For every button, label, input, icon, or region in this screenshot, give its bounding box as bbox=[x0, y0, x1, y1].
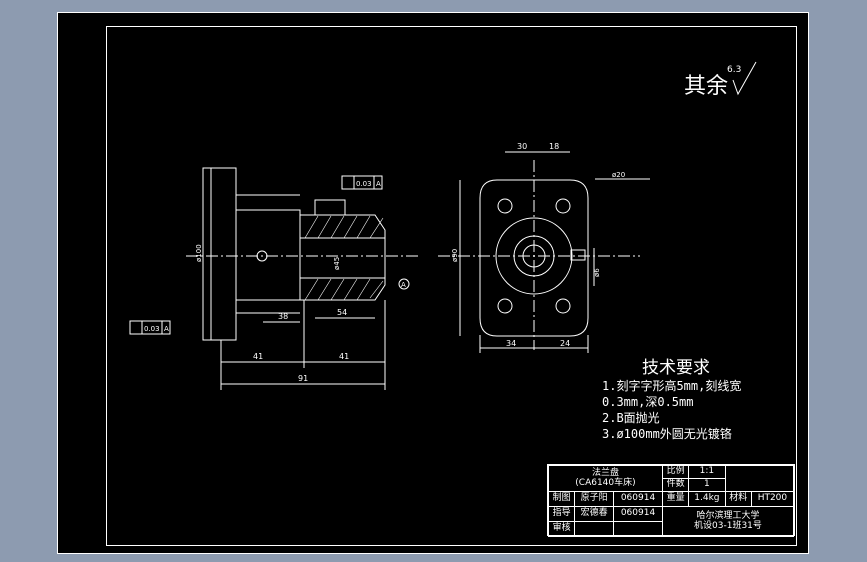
dim-24: 24 bbox=[560, 339, 570, 348]
material-label: 材料 bbox=[724, 491, 752, 507]
scale-label: 比例 bbox=[661, 465, 690, 479]
review-date bbox=[613, 521, 663, 537]
weight-label: 重量 bbox=[661, 491, 690, 507]
guide-label: 指导 bbox=[547, 506, 576, 522]
review-label: 审核 bbox=[547, 521, 576, 537]
weight-value: 1.4kg bbox=[688, 491, 726, 507]
material-value: HT200 bbox=[750, 491, 795, 507]
guide-name: 宏德春 bbox=[574, 506, 615, 522]
tol-datum-left: A bbox=[164, 325, 169, 333]
class-info: 机设03-1班31号 bbox=[694, 520, 762, 531]
tech-req-line-2: 0.3mm,深0.5mm bbox=[602, 395, 694, 409]
section-hatching bbox=[304, 215, 384, 301]
title-block: 法兰盘 (CA6140车床) 比例 1:1 件数 1 制图 原子阳 060914… bbox=[547, 464, 795, 537]
guide-date: 060914 bbox=[613, 506, 663, 522]
tol-value-top: 0.03 bbox=[356, 180, 372, 188]
drawn-name: 原子阳 bbox=[574, 491, 615, 507]
school-cell: 哈尔滨理工大学 机设03-1班31号 bbox=[661, 506, 795, 537]
dim-30: 30 bbox=[517, 142, 527, 151]
part-subtitle: (CA6140车床) bbox=[575, 477, 636, 488]
dim-6: ø6 bbox=[593, 268, 601, 277]
tech-req-line-4: 3.ø100mm外圆无光镀铬 bbox=[602, 427, 732, 441]
dim-100: ø100 bbox=[195, 244, 203, 262]
section-view bbox=[129, 167, 418, 390]
qty-value: 1 bbox=[688, 478, 726, 492]
dim-holes: ø20 bbox=[612, 171, 625, 179]
dim-91: 91 bbox=[298, 374, 308, 383]
tol-datum-top: A bbox=[376, 180, 381, 188]
datum-marker: A bbox=[401, 281, 406, 289]
roughness-label: 其余 bbox=[684, 74, 728, 99]
dim-90: ø90 bbox=[451, 249, 459, 262]
scale-value: 1:1 bbox=[688, 465, 726, 479]
tech-req-title: 技术要求 bbox=[642, 358, 710, 378]
dim-41-left: 41 bbox=[253, 352, 263, 361]
drawing-sheet bbox=[57, 12, 809, 554]
dim-18: 18 bbox=[549, 142, 559, 151]
end-view bbox=[438, 151, 650, 353]
blank-cell bbox=[724, 465, 795, 492]
dim-41-right: 41 bbox=[339, 352, 349, 361]
roughness-value: 6.3 bbox=[727, 65, 741, 75]
drawn-label: 制图 bbox=[547, 491, 576, 507]
dim-45: ø45 bbox=[333, 257, 341, 270]
drawn-date: 060914 bbox=[613, 491, 663, 507]
tech-req-line-1: 1.刻字字形高5mm,刻线宽 bbox=[602, 379, 742, 393]
review-name bbox=[574, 521, 615, 537]
tech-req-line-3: 2.B面抛光 bbox=[602, 411, 660, 425]
part-name: 法兰盘 bbox=[591, 467, 619, 478]
school-name: 哈尔滨理工大学 bbox=[696, 510, 760, 521]
qty-label: 件数 bbox=[661, 478, 690, 492]
drawing-frame bbox=[106, 26, 797, 546]
part-name-cell: 法兰盘 (CA6140车床) bbox=[548, 465, 663, 492]
dim-54: 54 bbox=[337, 308, 347, 317]
roughness-symbol bbox=[732, 61, 757, 96]
tol-value-left: 0.03 bbox=[144, 325, 160, 333]
dim-38: 38 bbox=[278, 312, 288, 321]
dim-34: 34 bbox=[506, 339, 516, 348]
